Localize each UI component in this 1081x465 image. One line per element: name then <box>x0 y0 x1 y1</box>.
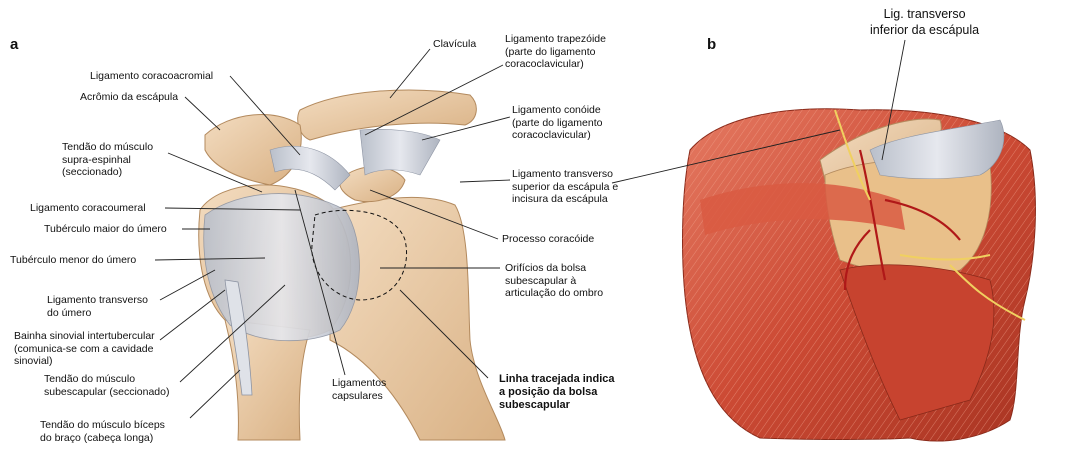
label-clavicula: Clavícula <box>433 38 477 50</box>
label-ligamento-transverso-umero: Ligamento transverso do úmero <box>47 294 148 319</box>
scapula-shape <box>329 196 506 441</box>
bursa-dashed-outline <box>311 209 407 301</box>
panel-a-leaders <box>154 48 511 419</box>
label-orificios-bolsa: Orifícios da bolsa subescapular à articu… <box>505 262 604 299</box>
label-linha-tracejada: Linha tracejada indica a posição da bols… <box>499 373 615 411</box>
label-acromio-escapula: Acrômio da escápula <box>80 91 179 103</box>
coracoacromial-ligament-shape <box>269 145 351 191</box>
panel-b-anatomy <box>682 108 1036 442</box>
panel-b-leaders <box>611 39 906 184</box>
label-ligamento-conoide: Ligamento conóide (parte do ligamento co… <box>512 104 603 141</box>
label-bainha-sinovial: Bainha sinovial intertubercular (comunic… <box>14 330 155 367</box>
panel-letter-b: b <box>707 36 717 53</box>
label-tendao-biceps: Tendão do músculo bíceps do braço (cabeç… <box>40 419 165 444</box>
clavicle-shape <box>297 89 477 141</box>
label-lig-transverso-inferior: Lig. transverso inferior da escápula <box>870 7 980 37</box>
label-ligamento-trapezoide: Ligamento trapezóide (parte do ligamento… <box>505 33 606 70</box>
label-processo-coracoide: Processo coracóide <box>502 233 595 245</box>
transverse-ligament-shape <box>869 119 1005 180</box>
panel-letter-a: a <box>10 36 19 53</box>
label-ligamento-transverso-superior: Ligamento transverso superior da escápul… <box>512 168 619 205</box>
label-ligamento-coracoacromial: Ligamento coracoacromial <box>90 70 214 82</box>
panel-a-anatomy <box>198 89 506 441</box>
label-tendao-supra-espinhal: Tendão do músculo supra-espinhal (seccio… <box>62 141 154 178</box>
label-tuberculo-maior: Tubérculo maior do úmero <box>44 223 167 235</box>
label-tendao-subescapular: Tendão do músculo subescapular (secciona… <box>44 373 170 398</box>
deltoid-band-shape <box>700 183 905 235</box>
teres-muscle-shape <box>839 264 995 421</box>
nerve-branch <box>834 109 1026 321</box>
artery-branch <box>843 149 961 291</box>
biceps-tendon-shape <box>224 279 253 396</box>
coracoclavicular-ligament-shape <box>359 129 441 176</box>
label-tuberculo-menor: Tubérculo menor do úmero <box>10 254 137 266</box>
label-ligamentos-capsulares: Ligamentos capsulares <box>332 377 387 402</box>
label-ligamento-coracoumeral: Ligamento coracoumeral <box>30 202 146 214</box>
capsule-shape <box>203 193 360 342</box>
